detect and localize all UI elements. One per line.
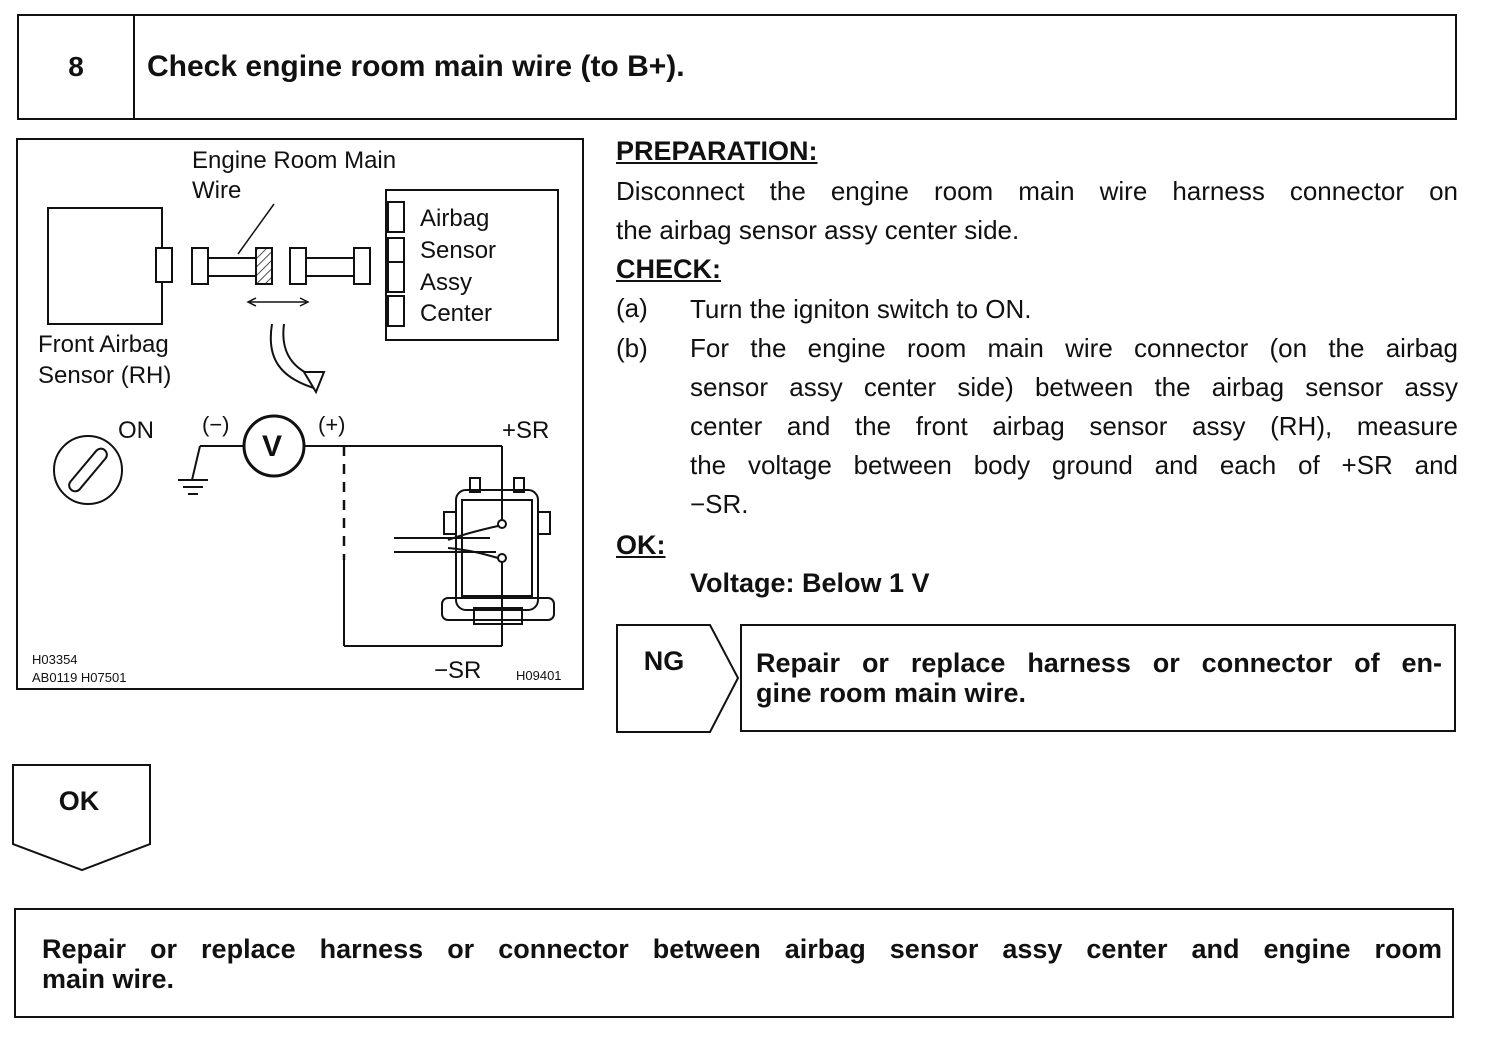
label-front-airbag: Front Airbag [38,331,169,358]
ng-tag-label: NG [643,646,685,676]
label-wire: Wire [192,177,241,204]
label-sensor: Sensor [420,237,496,264]
ng-result-text: Repair or replace harness or connector o… [756,648,1442,708]
preparation-line-2: the airbag sensor assy center side. [616,215,1020,245]
check-item-a-line: Turn the igniton switch to ON. [690,294,1032,324]
figure-code-2: AB0119 H07501 [32,670,126,685]
label-on: ON [118,417,154,444]
check-item-b-line-4: the voltage between body ground and each… [690,450,1458,480]
wiring-diagram: Engine Room Main Wire Airbag Sensor Assy… [32,147,562,685]
ok-result-box: Repair or replace harness or connector b… [14,908,1454,1018]
check-heading: CHECK: [616,254,721,284]
preparation-heading: PREPARATION: [616,136,818,166]
check-item-b-line-3: center and the front airbag sensor assy … [690,411,1458,441]
label-minus: (−) [202,412,230,437]
ng-result-box: Repair or replace harness or connector o… [740,624,1456,732]
ok-value: Voltage: Below 1 V [690,568,930,598]
ok-heading: OK: [616,530,666,560]
label-voltmeter: V [262,430,282,463]
preparation-line-1: Disconnect the engine room main wire har… [616,176,1458,206]
label-minus-sr: −SR [434,657,481,684]
ignition-switch-icon [53,435,123,505]
check-item-b-line-5: −SR. [690,489,749,519]
ok-result-text: Repair or replace harness or connector b… [42,934,1442,994]
check-item-b-line-2: sensor assy center side) between the air… [690,372,1458,402]
check-item-b-label: (b) [616,333,648,363]
wiring-figure: Engine Room Main Wire Airbag Sensor Assy… [16,138,584,690]
airbag-sensor-center-box [385,189,559,341]
ng-result-line-2: gine room main wire. [756,678,1027,708]
front-sensor-connector [155,247,173,283]
figure-code-1: H03354 [32,652,78,667]
ok-result-line-2: main wire. [42,964,175,994]
ok-tag-label: OK [58,786,100,816]
label-plus: (+) [318,412,346,437]
check-item-b-text: For the engine room main wire connector … [690,329,1458,524]
label-engine-room-main-wire: Engine Room Main [192,147,396,174]
ng-result-line-1: Repair or replace harness or connector o… [756,648,1442,678]
label-plus-sr: +SR [502,417,549,444]
step-number: 8 [19,16,135,118]
hatched-connector [255,247,273,285]
label-sensor-rh: Sensor (RH) [38,362,171,389]
check-item-a-label: (a) [616,293,648,323]
label-assy: Assy [420,269,472,296]
connector-drawing-icon [394,477,555,625]
step-header: 8 Check engine room main wire (to B+). [17,14,1457,120]
front-sensor-box [47,207,163,325]
label-center: Center [420,300,492,327]
check-item-a-text: Turn the igniton switch to ON. [690,290,1458,329]
figure-code-3: H09401 [516,668,562,683]
ng-arrow-tag [616,624,740,733]
preparation-text: Disconnect the engine room main wire har… [616,172,1458,250]
label-airbag: Airbag [420,205,489,232]
check-item-b-line-1: For the engine room main wire connector … [690,333,1458,363]
step-title: Check engine room main wire (to B+). [147,50,685,83]
ok-result-line-1: Repair or replace harness or connector b… [42,934,1442,964]
ok-arrow-tag [12,764,151,872]
